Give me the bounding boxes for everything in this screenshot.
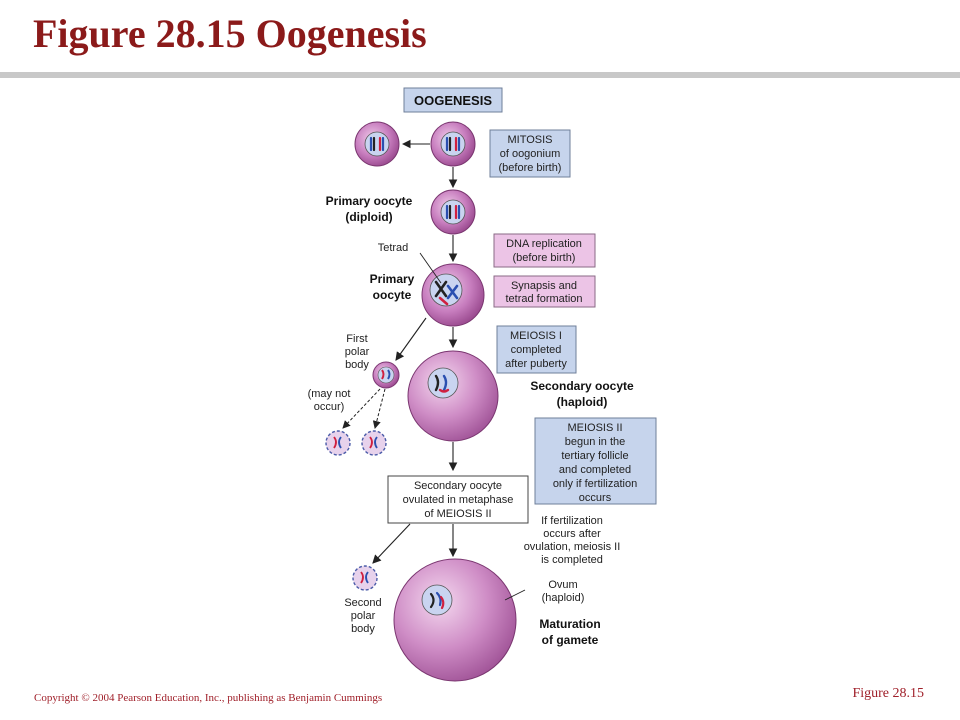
box-meiosis-1: MEIOSIS I completed after puberty — [496, 325, 577, 374]
diagram-text: of oogonium — [500, 148, 561, 160]
flow-arrows — [372, 139, 458, 564]
diagram-text: Synapsis and — [511, 280, 577, 292]
diagram-text: (before birth) — [513, 252, 576, 264]
label-ovum: Ovum (haploid) — [542, 579, 585, 604]
diagram-text: ovulation, meiosis II — [524, 541, 621, 553]
diagram-text: Primary — [370, 272, 415, 286]
label-second-polar-body: Second polar body — [344, 597, 381, 635]
diagram-text: MEIOSIS II — [567, 422, 622, 434]
dashed-arrows — [342, 388, 386, 429]
box-mitosis: MITOSIS of oogonium (before birth) — [489, 129, 571, 178]
diagram-text: completed — [511, 344, 562, 356]
diagram-text: of gamete — [542, 633, 599, 647]
primary-oocyte-tetrad-cell — [421, 263, 485, 327]
oogenesis-header: OOGENESIS — [403, 87, 503, 113]
diagram-text: (diploid) — [345, 210, 392, 224]
possible-polar-body-left — [325, 430, 351, 456]
oogonium-cell — [430, 121, 476, 167]
diagram-text: MITOSIS — [507, 134, 552, 146]
diagram-text: ovulated in metaphase — [403, 494, 514, 506]
diagram-text: of MEIOSIS II — [424, 508, 491, 520]
diagram-text: after puberty — [505, 358, 567, 370]
diagram-text: DNA replication — [506, 238, 582, 250]
label-first-polar-body: First polar body — [345, 333, 370, 371]
diagram-text: is completed — [541, 554, 603, 566]
label-primary-oocyte-diploid: Primary oocyte (diploid) — [326, 194, 413, 224]
label-secondary-oocyte: Secondary oocyte (haploid) — [530, 379, 634, 409]
diagram-text: Ovum — [548, 579, 577, 591]
label-tetrad: Tetrad — [378, 242, 409, 254]
diagram-text: occur) — [314, 401, 345, 413]
box-dna-replication: DNA replication (before birth) — [493, 233, 596, 268]
diagram-text: polar — [351, 610, 376, 622]
box-ovulated: Secondary oocyte ovulated in metaphase o… — [387, 475, 529, 524]
tetrad-pointer — [419, 252, 442, 284]
diagram-text: only if fertilization — [553, 478, 637, 490]
diagram-text: First — [346, 333, 367, 345]
slide-title: Figure 28.15 Oogenesis — [33, 11, 427, 56]
label-may-not-occur: (may not occur) — [308, 388, 351, 413]
label-maturation: Maturation of gamete — [539, 617, 600, 647]
label-primary-oocyte: Primary oocyte — [370, 272, 415, 302]
diagram-text: (may not — [308, 388, 351, 400]
box-meiosis-2: MEIOSIS II begun in the tertiary follicl… — [534, 417, 657, 505]
diagram-text: begun in the — [565, 436, 626, 448]
diagram-text: tetrad formation — [505, 293, 582, 305]
header-text: OOGENESIS — [414, 93, 492, 108]
label-fertilization: If fertilization occurs after ovulation,… — [524, 515, 621, 566]
diagram-text: If fertilization — [541, 515, 603, 527]
primary-oocyte-diploid-cell — [430, 189, 476, 235]
ovum-pointer — [504, 589, 526, 601]
diagram-text: oocyte — [373, 288, 412, 302]
diagram-text: Secondary oocyte — [530, 379, 634, 393]
diagram-text: Primary oocyte — [326, 194, 413, 208]
diagram-text: occurs — [579, 492, 612, 504]
oogonium-cell-left — [354, 121, 400, 167]
first-polar-body-cell — [372, 361, 400, 389]
diagram-text: and completed — [559, 464, 631, 476]
box-synapsis: Synapsis and tetrad formation — [493, 275, 596, 308]
diagram-text: Maturation — [539, 617, 600, 631]
copyright-notice: Copyright © 2004 Pearson Education, Inc.… — [34, 692, 383, 704]
diagram-text: body — [345, 359, 369, 371]
diagram-text: occurs after — [543, 528, 601, 540]
title-divider — [0, 72, 960, 78]
diagram-text: body — [351, 623, 375, 635]
possible-polar-body-right — [361, 430, 387, 456]
diagram-text: Second — [344, 597, 381, 609]
diagram-text: Secondary oocyte — [414, 480, 502, 492]
diagram-text: (haploid) — [557, 395, 608, 409]
ovum-cell — [393, 558, 517, 682]
figure-reference: Figure 28.15 — [852, 686, 924, 701]
diagram-text: (haploid) — [542, 592, 585, 604]
diagram-text: polar — [345, 346, 370, 358]
secondary-oocyte-cell — [407, 350, 499, 442]
second-polar-body-cell — [352, 565, 378, 591]
diagram-text: MEIOSIS I — [510, 330, 562, 342]
diagram-text: tertiary follicle — [561, 450, 628, 462]
diagram-text: (before birth) — [499, 162, 562, 174]
